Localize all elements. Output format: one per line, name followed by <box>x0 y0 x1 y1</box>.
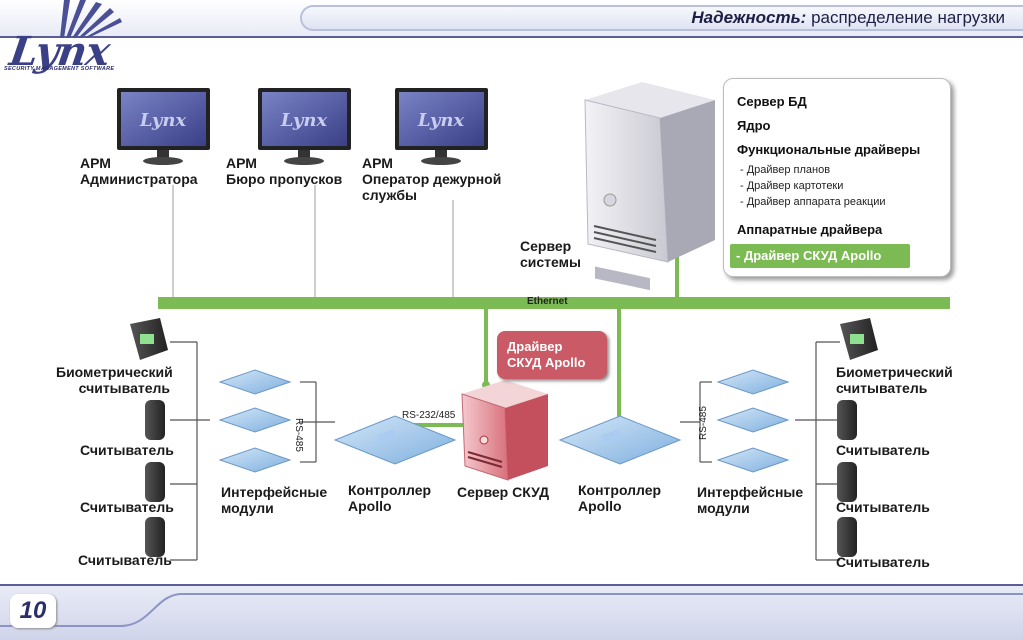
header-title-bar <box>300 5 1023 31</box>
footer-divider <box>0 584 1023 586</box>
right-biometric-reader-icon <box>840 318 878 360</box>
page-title-bold: Надежность: <box>691 8 807 27</box>
monitor-icon: Lynx <box>395 88 488 165</box>
hardware-drivers-label: Аппаратные драйвера <box>737 222 883 237</box>
rs485-right-label: RS-485 <box>698 406 709 440</box>
functional-drivers-label: Функциональные драйверы <box>737 142 921 157</box>
svg-text:Lynx: Lynx <box>417 110 465 131</box>
left-reader-3-icon <box>145 517 165 557</box>
left-interface-modules-icon <box>218 369 292 473</box>
rs485-left-label: RS-485 <box>293 418 304 452</box>
monitor-icon: Lynx <box>117 88 210 165</box>
right-reader-2-icon <box>837 462 857 502</box>
right-controller-board-icon <box>558 415 682 465</box>
system-server-tower-icon <box>584 82 715 291</box>
rs232-label: RS-232/485 <box>402 410 456 421</box>
apollo-driver-badge: - Драйвер СКУД Apollo <box>730 244 910 268</box>
skud-server-tower-icon <box>461 380 548 481</box>
left-controller-board-icon <box>333 415 457 465</box>
ethernet-label: Ethernet <box>527 296 568 307</box>
left-biometric-reader-icon <box>130 318 168 360</box>
left-reader-label: Считыватель <box>80 442 174 458</box>
right-reader-label: Считыватель <box>836 499 930 515</box>
page-number: 10 <box>10 594 56 628</box>
header-divider <box>0 36 1023 38</box>
functional-driver-item: - Драйвер картотеки <box>740 180 844 192</box>
right-interface-modules-icon <box>716 369 790 473</box>
skud-server-label: Сервер СКУД <box>457 484 550 500</box>
left-reader-label: Считыватель <box>80 499 174 515</box>
logo-rays-icon <box>60 0 122 38</box>
functional-driver-item: - Драйвер планов <box>740 164 831 176</box>
monitor-icon: Lynx <box>258 88 351 165</box>
functional-driver-item: - Драйвер аппарата реакции <box>740 196 886 208</box>
svg-text:Lynx: Lynx <box>280 110 328 131</box>
left-reader-1-icon <box>145 400 165 440</box>
page-title: Надежность: распределение нагрузки <box>691 8 1005 28</box>
right-reader-label: Считыватель <box>836 442 930 458</box>
core-label: Ядро <box>737 118 771 133</box>
ethernet-bus <box>158 297 950 309</box>
logo-tagline: SECURITY MANAGEMENT SOFTWARE <box>4 66 115 72</box>
footer-swoosh <box>0 593 1023 627</box>
right-reader-1-icon <box>837 400 857 440</box>
server-components-box <box>723 78 951 277</box>
svg-text:Lynx: Lynx <box>139 110 187 131</box>
right-reader-3-icon <box>837 517 857 557</box>
left-reader-2-icon <box>145 462 165 502</box>
left-reader-label: Считыватель <box>78 552 172 568</box>
db-server-label: Сервер БД <box>737 94 807 109</box>
right-reader-label: Считыватель <box>836 554 930 570</box>
page-title-rest: распределение нагрузки <box>806 8 1005 27</box>
